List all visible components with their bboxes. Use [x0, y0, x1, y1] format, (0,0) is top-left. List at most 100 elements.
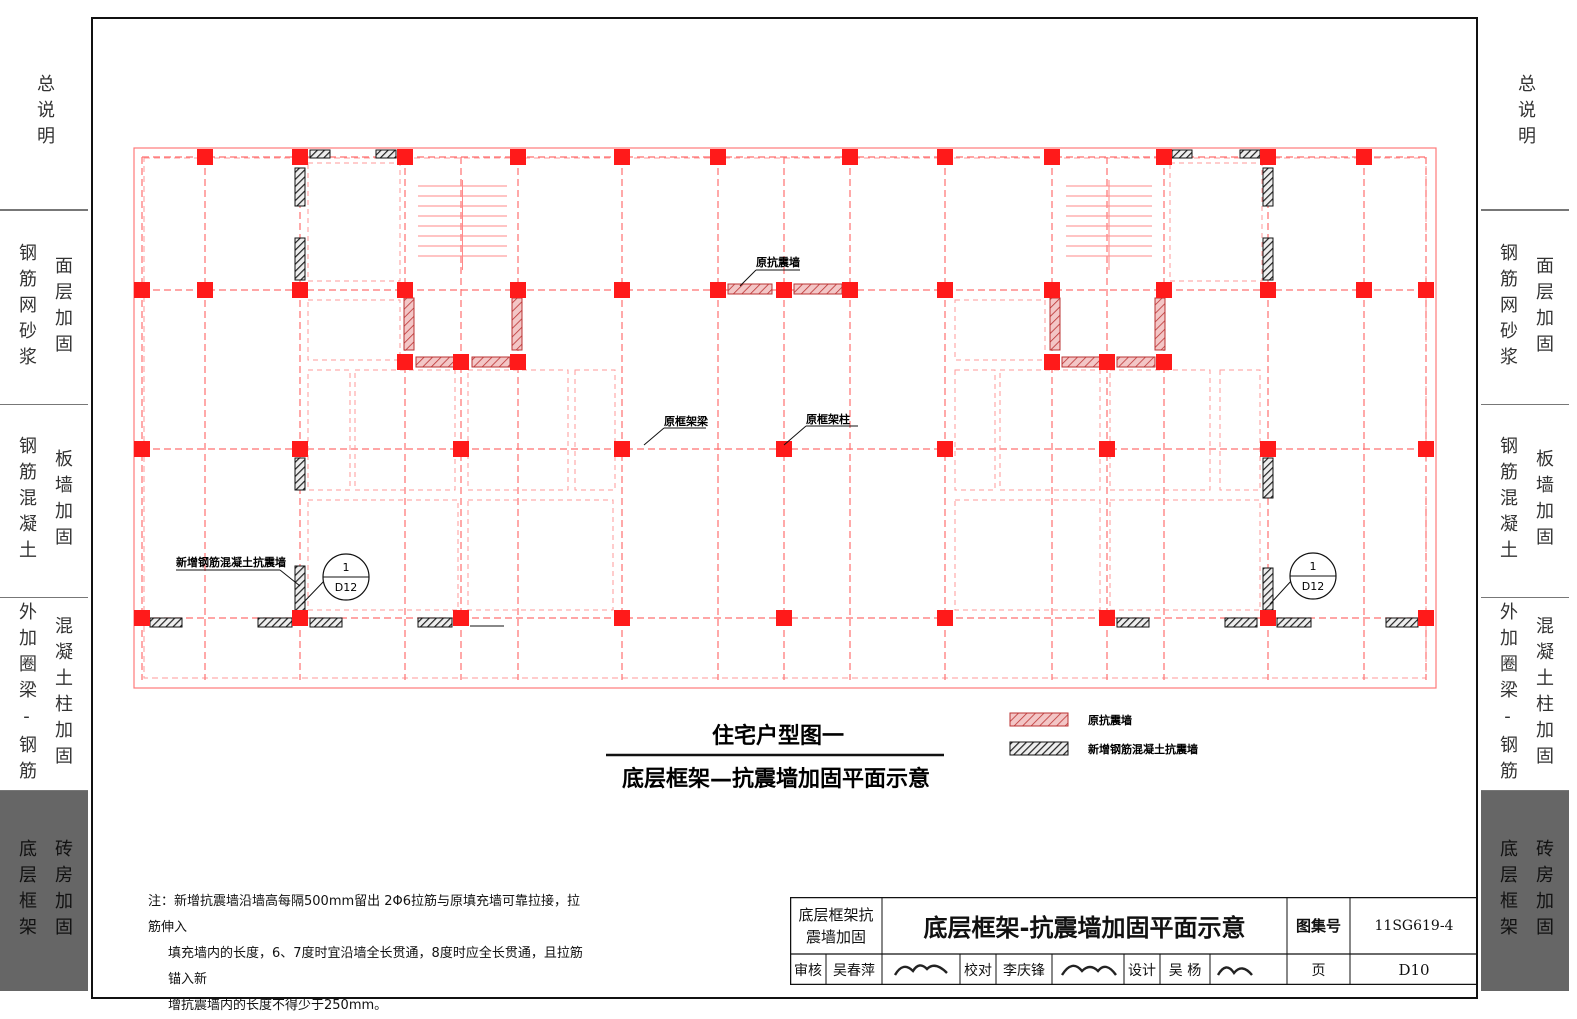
sidebar-tab-label: 面层加固 [52, 255, 73, 360]
sidebar-tab-label: 钢筋网砂浆 [1497, 242, 1518, 373]
column [1356, 149, 1372, 165]
legend-swatch-new [1009, 741, 1069, 756]
column [397, 354, 413, 370]
column [292, 441, 308, 457]
sidebar-tab-mesh-mortar[interactable]: 钢筋网砂浆 面层加固 [0, 210, 88, 405]
tb-designer: 吴 杨 [1168, 962, 1202, 979]
tb-atlas-label: 图集号 [1295, 917, 1341, 935]
tb-reviewer: 吴春萍 [833, 962, 875, 979]
sidebar-tab-concrete-wall[interactable]: 钢筋混凝土 板墙加固 [0, 405, 88, 598]
building-outline [133, 147, 1437, 689]
detail-number: 1 [343, 561, 350, 574]
column [710, 282, 726, 298]
tb-category: 底层框架抗震墙加固 [798, 905, 874, 946]
column [1260, 282, 1276, 298]
column [776, 441, 792, 457]
column [1260, 149, 1276, 165]
column [397, 149, 413, 165]
column [197, 282, 213, 298]
column [1418, 441, 1434, 457]
sidebar-tab-label: 底层框架 [16, 839, 37, 943]
sidebar-tab-label: 面层加固 [1533, 255, 1554, 360]
sidebar-tab-label: 钢筋混凝土 [16, 436, 37, 566]
leader-lines [176, 269, 1293, 627]
tb-page-no: D10 [1398, 960, 1430, 979]
sidebar-tab-general[interactable]: 总说明 [0, 17, 88, 210]
column [510, 282, 526, 298]
detail-sheet: D12 [1302, 580, 1324, 593]
sidebar-tab-label: 外加圈梁-钢筋 [1497, 601, 1518, 787]
column [710, 149, 726, 165]
drawing-subtitle: 底层框架—抗震墙加固平面示意 [622, 766, 930, 792]
sidebar-tab-general[interactable]: 总说明 [1481, 17, 1569, 210]
sidebar-tab-label: 总说明 [1515, 74, 1536, 152]
column [197, 149, 213, 165]
column [1156, 282, 1172, 298]
column [937, 441, 953, 457]
sidebar-tab-label: 钢筋混凝土 [1497, 436, 1518, 566]
beam-grid [141, 156, 1427, 680]
sidebar-tab-label: 总说明 [34, 74, 55, 152]
drawing-title: 住宅户型图一 [712, 723, 844, 749]
drawing-frame [91, 17, 1478, 999]
sidebar-tab-bottom-frame[interactable]: 底层框架 砖房加固 [0, 791, 88, 991]
column [937, 149, 953, 165]
tb-design-label: 设计 [1128, 962, 1156, 979]
label-new-wall: 新增钢筋混凝土抗震墙 [176, 555, 286, 569]
legend-label-new: 新增钢筋混凝土抗震墙 [1088, 742, 1198, 756]
column [1044, 354, 1060, 370]
column [842, 149, 858, 165]
sidebar-tab-mesh-mortar[interactable]: 钢筋网砂浆 面层加固 [1481, 210, 1569, 405]
column [292, 149, 308, 165]
column [614, 282, 630, 298]
column [510, 149, 526, 165]
detail-number: 1 [1310, 560, 1317, 573]
label-original-wall: 原抗震墙 [756, 255, 800, 269]
legend-label-original: 原抗震墙 [1088, 713, 1132, 727]
sidebar-tab-label: 底层框架 [1497, 839, 1518, 943]
sidebar-tab-label: 混凝土柱加固 [52, 616, 73, 772]
title-block: 底层框架抗震墙加固 底层框架-抗震墙加固平面示意 图集号 11SG619-4 审… [790, 897, 1478, 985]
right-sidebar: 总说明 钢筋网砂浆 面层加固 钢筋混凝土 板墙加固 外加圈梁-钢筋 混凝土柱加固… [1481, 0, 1569, 1011]
sidebar-tab-concrete-wall[interactable]: 钢筋混凝土 板墙加固 [1481, 405, 1569, 598]
columns [134, 149, 1434, 626]
sidebar-tab-label: 外加圈梁-钢筋 [16, 601, 37, 787]
sidebar-tab-label: 板墙加固 [52, 449, 73, 553]
column [937, 610, 953, 626]
note-line: 注：新增抗震墙沿墙高每隔500mm留出 2Φ6拉筋与原填充墙可靠拉接，拉筋伸入 [148, 894, 581, 935]
detail-callout-left[interactable]: 1 D12 [322, 553, 370, 601]
tb-page-label: 页 [1311, 962, 1326, 979]
column [1099, 610, 1115, 626]
tb-check-label: 校对 [964, 962, 992, 979]
column [134, 610, 150, 626]
sidebar-tab-ring-beam[interactable]: 外加圈梁-钢筋 混凝土柱加固 [0, 598, 88, 791]
legend-swatch-original [1009, 712, 1069, 727]
tb-atlas-no: 11SG619-4 [1374, 917, 1454, 934]
label-original-beam: 原框架梁 [664, 414, 709, 428]
tb-checker: 李庆锋 [1003, 962, 1045, 979]
left-sidebar: 总说明 钢筋网砂浆 面层加固 钢筋混凝土 板墙加固 外加圈梁-钢筋 混凝土柱加固… [0, 0, 88, 1011]
note-line: 增抗震墙内的长度不得少于250mm。 [168, 998, 388, 1013]
sidebar-tab-ring-beam[interactable]: 外加圈梁-钢筋 混凝土柱加固 [1481, 598, 1569, 791]
new-walls [149, 149, 1419, 628]
sidebar-tab-label: 砖房加固 [1533, 839, 1554, 943]
detail-callout-right[interactable]: 1 D12 [1289, 552, 1337, 600]
column [397, 282, 413, 298]
sidebar-tab-bottom-frame[interactable]: 底层框架 砖房加固 [1481, 791, 1569, 991]
title-block-grid [790, 897, 1478, 985]
column [842, 282, 858, 298]
column [453, 441, 469, 457]
column [292, 610, 308, 626]
column [614, 610, 630, 626]
column [1044, 149, 1060, 165]
column [1260, 441, 1276, 457]
column [614, 149, 630, 165]
column [937, 282, 953, 298]
room-lines [307, 162, 1263, 611]
sidebar-tab-label: 砖房加固 [52, 839, 73, 943]
note: 注：新增抗震墙沿墙高每隔500mm留出 2Φ6拉筋与原填充墙可靠拉接，拉筋伸入 … [148, 889, 588, 1019]
detail-sheet: D12 [335, 581, 357, 594]
column [1099, 441, 1115, 457]
tb-title: 底层框架-抗震墙加固平面示意 [923, 914, 1246, 942]
